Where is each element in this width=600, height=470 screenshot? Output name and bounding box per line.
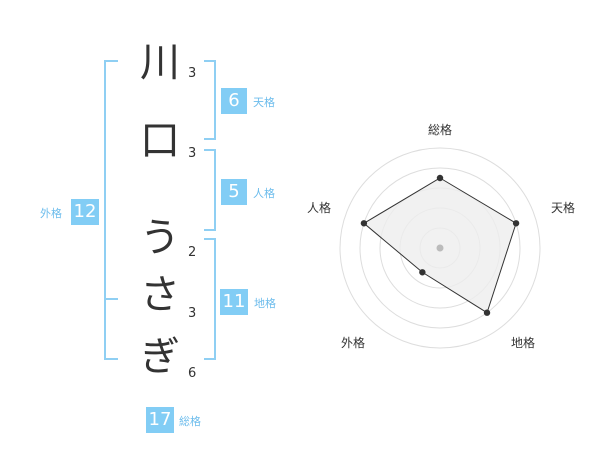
radar-point [436, 174, 444, 182]
stroke-count-4: 3 [188, 306, 197, 321]
chikaku-label: 地格 [254, 297, 276, 310]
tenkaku-value: 6 [221, 88, 247, 114]
radar-grid-ring [339, 147, 541, 349]
jinkaku-value: 5 [221, 179, 247, 205]
name-char-1: 川 [140, 40, 180, 86]
name-char-2: 口 [140, 118, 180, 164]
name-char-4: さ [140, 272, 180, 318]
radar-center-dot [436, 244, 444, 252]
soukaku-value: 17 [146, 407, 174, 433]
radar-point [483, 309, 491, 316]
chikaku-value: 11 [220, 289, 248, 315]
radar-label-jinkaku: 人格 [307, 201, 332, 215]
radar-chart [339, 147, 541, 349]
gaikaku-value: 12 [71, 199, 99, 225]
radar-label-chikaku: 地格 [511, 336, 536, 350]
radar-point [512, 220, 520, 227]
radar-label-gaikaku: 外格 [341, 336, 366, 350]
radar-point [360, 220, 368, 227]
name-char-3: う [140, 215, 180, 261]
radar-points [360, 174, 520, 316]
radar-label-soukaku: 総格 [428, 123, 453, 137]
stroke-count-1: 3 [188, 66, 197, 81]
stroke-count-3: 2 [188, 245, 197, 260]
tenkaku-label: 天格 [253, 96, 275, 109]
radar-grid-ring [359, 167, 521, 329]
gaikaku-label: 外格 [40, 207, 62, 220]
radar-point [419, 269, 426, 276]
soukaku-label: 総格 [179, 415, 201, 428]
jinkaku-label: 人格 [253, 187, 275, 200]
stroke-count-5: 6 [188, 366, 197, 381]
stroke-count-2: 3 [188, 146, 197, 161]
name-char-5: ぎ [140, 334, 180, 380]
radar-label-tenkaku: 天格 [551, 201, 576, 215]
